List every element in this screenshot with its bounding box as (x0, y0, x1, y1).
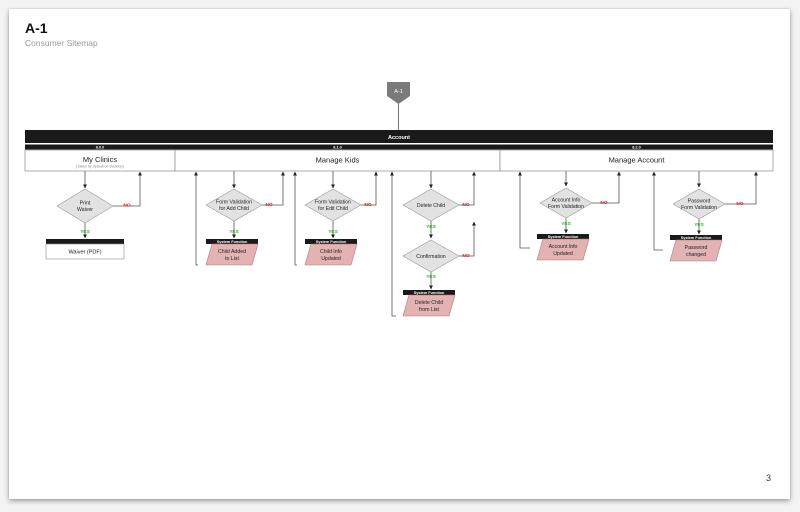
system-function-label: System Function (681, 236, 712, 240)
system-function-box (205, 243, 259, 266)
system-function-label: System Function (316, 240, 347, 244)
system-function-text: Updated (553, 251, 573, 257)
section-number-bar (25, 144, 175, 150)
system-function-text: Account Info (549, 244, 578, 250)
system-function-text: Child Info (320, 249, 342, 255)
system-function-text: from List (419, 307, 439, 313)
connector-line (262, 171, 285, 206)
connector-line (459, 171, 476, 206)
system-function-label: System Function (548, 235, 579, 239)
section-box (499, 149, 774, 172)
section-number-bar (175, 144, 500, 150)
system-function-bar (537, 234, 589, 239)
system-function-label: System Function (414, 291, 445, 295)
yes-label: YES (426, 274, 436, 280)
system-function-bar (305, 239, 357, 244)
decision-diamond (205, 188, 263, 222)
system-function-box (536, 238, 590, 261)
no-label: NO (123, 203, 130, 209)
no-label: NO (736, 201, 743, 207)
system-function-text: Delete Child (415, 300, 443, 306)
section-title: Manage Account (609, 156, 666, 165)
decision-label: for Edit Child (318, 206, 348, 212)
top-marker-label: A-1 (394, 89, 403, 95)
yes-label: YES (426, 224, 436, 230)
connector-line (113, 171, 142, 207)
decision-diamond (672, 188, 726, 220)
page-header-bar (46, 239, 124, 244)
page-box-label: Waiver (PDF) (68, 250, 101, 256)
decision-label: Form Validation (548, 204, 584, 210)
decision-label: for Add Child (219, 206, 249, 212)
page-box (45, 243, 125, 260)
connector-line (592, 171, 621, 204)
system-function-bar (206, 239, 258, 244)
decision-label: Delete Child (417, 203, 445, 209)
connector-line (725, 171, 758, 205)
connector-line (390, 171, 396, 317)
no-label: NO (600, 200, 607, 206)
decision-label: Form Validation (216, 200, 252, 206)
no-label: NO (462, 253, 469, 259)
yes-label: YES (328, 229, 338, 235)
system-function-bar (670, 235, 722, 240)
system-function-box (304, 243, 358, 266)
system-function-text: changed (686, 252, 706, 258)
connector-line (361, 171, 378, 206)
section-title: My Clinics (83, 155, 117, 164)
connector-line (194, 171, 198, 266)
decision-diamond (539, 187, 593, 219)
top-marker-pentagon (387, 82, 410, 104)
section-number: 8.1.0 (333, 146, 341, 150)
system-function-text: Child Added (218, 249, 246, 255)
yes-label: YES (694, 222, 704, 228)
no-label: NO (462, 202, 469, 208)
decision-label: Password (688, 199, 711, 205)
page-subtitle: Consumer Sitemap (25, 38, 98, 48)
decision-label: Waiver (77, 207, 93, 213)
connector-line (459, 221, 476, 257)
page-title: A-1 (25, 20, 48, 36)
section-number: 8.0.0 (96, 146, 104, 150)
decision-diamond (402, 188, 460, 222)
system-function-box (402, 294, 456, 317)
section-title: Manage Kids (316, 156, 360, 165)
system-function-text: Password (685, 245, 708, 251)
connector-line (293, 171, 297, 266)
root-label: Account (388, 135, 410, 141)
decision-label: Confirmation (416, 254, 446, 260)
system-function-label: System Function (217, 240, 248, 244)
section-number-bar (500, 144, 773, 150)
yes-label: YES (561, 221, 571, 227)
section-note: (Taken by default on Desktop) (76, 165, 124, 169)
system-function-text: to List (225, 256, 239, 262)
decision-diamond (402, 239, 460, 273)
system-function-box (669, 239, 723, 262)
yes-label: YES (80, 229, 90, 235)
root-bar (25, 130, 773, 143)
system-function-text: Updated (321, 256, 341, 262)
decision-label: Form Validation (681, 205, 717, 211)
section-number: 8.2.0 (632, 146, 640, 150)
connector-line (652, 171, 663, 251)
decision-label: Account Info (552, 198, 581, 204)
connector-line (518, 171, 530, 249)
page-number: 3 (766, 473, 772, 483)
decision-label: Form Validation (315, 200, 351, 206)
system-function-bar (403, 290, 455, 295)
no-label: NO (265, 202, 272, 208)
decision-diamond (304, 188, 362, 222)
no-label: NO (364, 202, 371, 208)
decision-label: Print (80, 201, 91, 207)
decision-diamond (56, 188, 114, 224)
yes-label: YES (229, 229, 239, 235)
